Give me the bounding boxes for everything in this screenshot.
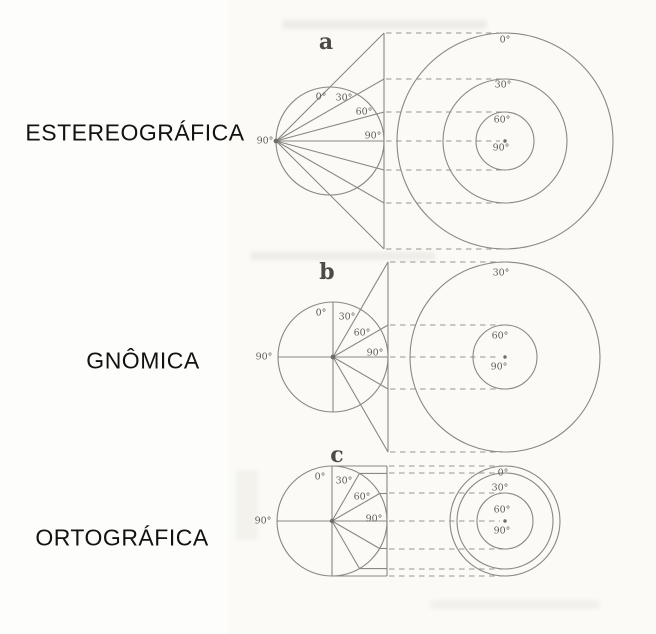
pole-center-point [503, 139, 507, 143]
angle-label: 90° [493, 525, 511, 537]
pole-center-point [503, 355, 507, 359]
projection-ray [275, 32, 385, 142]
scan-smudge [250, 252, 435, 260]
angle-label: 30° [491, 482, 509, 494]
projection-ray [332, 324, 389, 358]
radius-ray-150 [331, 520, 360, 569]
orthographic-diagram [276, 465, 561, 577]
angle-label: 90° [490, 361, 508, 373]
section-letter-b: b [319, 259, 335, 285]
parallel-circle-30 [456, 472, 554, 570]
angle-label: 60° [353, 327, 371, 339]
angle-label: 0° [497, 467, 509, 479]
angle-label: 30° [494, 79, 512, 91]
parallel-circle-60 [476, 492, 534, 550]
section-letter-c: c [330, 442, 344, 468]
projection-ray [332, 356, 389, 453]
angle-label: 90° [254, 515, 272, 527]
angle-label: 60° [493, 114, 511, 126]
angle-label: 30° [492, 267, 510, 279]
scan-smudge [236, 470, 258, 540]
radius-ray-30 [331, 473, 360, 522]
projection-source-point [329, 518, 335, 524]
projection-source-point [330, 354, 336, 360]
scan-smudge [430, 600, 600, 609]
radius-ray-120 [331, 520, 380, 549]
projection-source-point [273, 138, 279, 144]
angle-label: 90° [366, 347, 384, 359]
angle-label: 30° [335, 92, 353, 104]
scan-smudge [282, 20, 487, 29]
parallel-circle-30 [409, 261, 601, 453]
radius-ray-60 [331, 493, 380, 522]
angle-label: 90° [365, 513, 383, 525]
angle-label: 60° [491, 330, 509, 342]
angle-label: 0° [499, 34, 511, 46]
angle-label: 90° [256, 135, 274, 147]
parallel-circle-30 [442, 78, 568, 204]
section-letter-a: a [318, 29, 334, 55]
pole-center-point [503, 519, 507, 523]
angle-label: 30° [335, 475, 353, 487]
angle-label: 30° [338, 311, 356, 323]
projection-ray [332, 356, 389, 390]
parallel-circle-60 [472, 324, 538, 390]
projection-name-orthographic: ORTOGRÁFICA [35, 524, 209, 551]
angle-label: 90° [255, 351, 273, 363]
projection-name-stereographic: ESTEREOGRÁFICA [25, 119, 245, 146]
projection-ray [275, 140, 385, 204]
gnomonic-diagram [277, 261, 601, 453]
parallel-circle-0 [396, 32, 614, 250]
projection-ray [275, 78, 385, 142]
projection-ray [332, 261, 389, 358]
angle-label: 90° [492, 142, 510, 154]
stereographic-diagram [273, 32, 614, 250]
scanned-figure-background [228, 0, 656, 634]
angle-label: 0° [315, 91, 327, 103]
angle-label: 90° [364, 130, 382, 142]
parallel-circle-60 [475, 111, 535, 171]
projection-ray [275, 140, 385, 171]
parallel-circle-0 [449, 465, 561, 577]
angle-label: 60° [355, 106, 373, 118]
projection-name-gnomonic: GNÔMICA [86, 347, 200, 374]
projection-ray [275, 140, 385, 250]
angle-label: 60° [493, 504, 511, 516]
projection-ray [275, 111, 385, 142]
angle-label: 60° [353, 491, 371, 503]
angle-label: 0° [314, 471, 326, 483]
angle-label: 0° [315, 307, 327, 319]
